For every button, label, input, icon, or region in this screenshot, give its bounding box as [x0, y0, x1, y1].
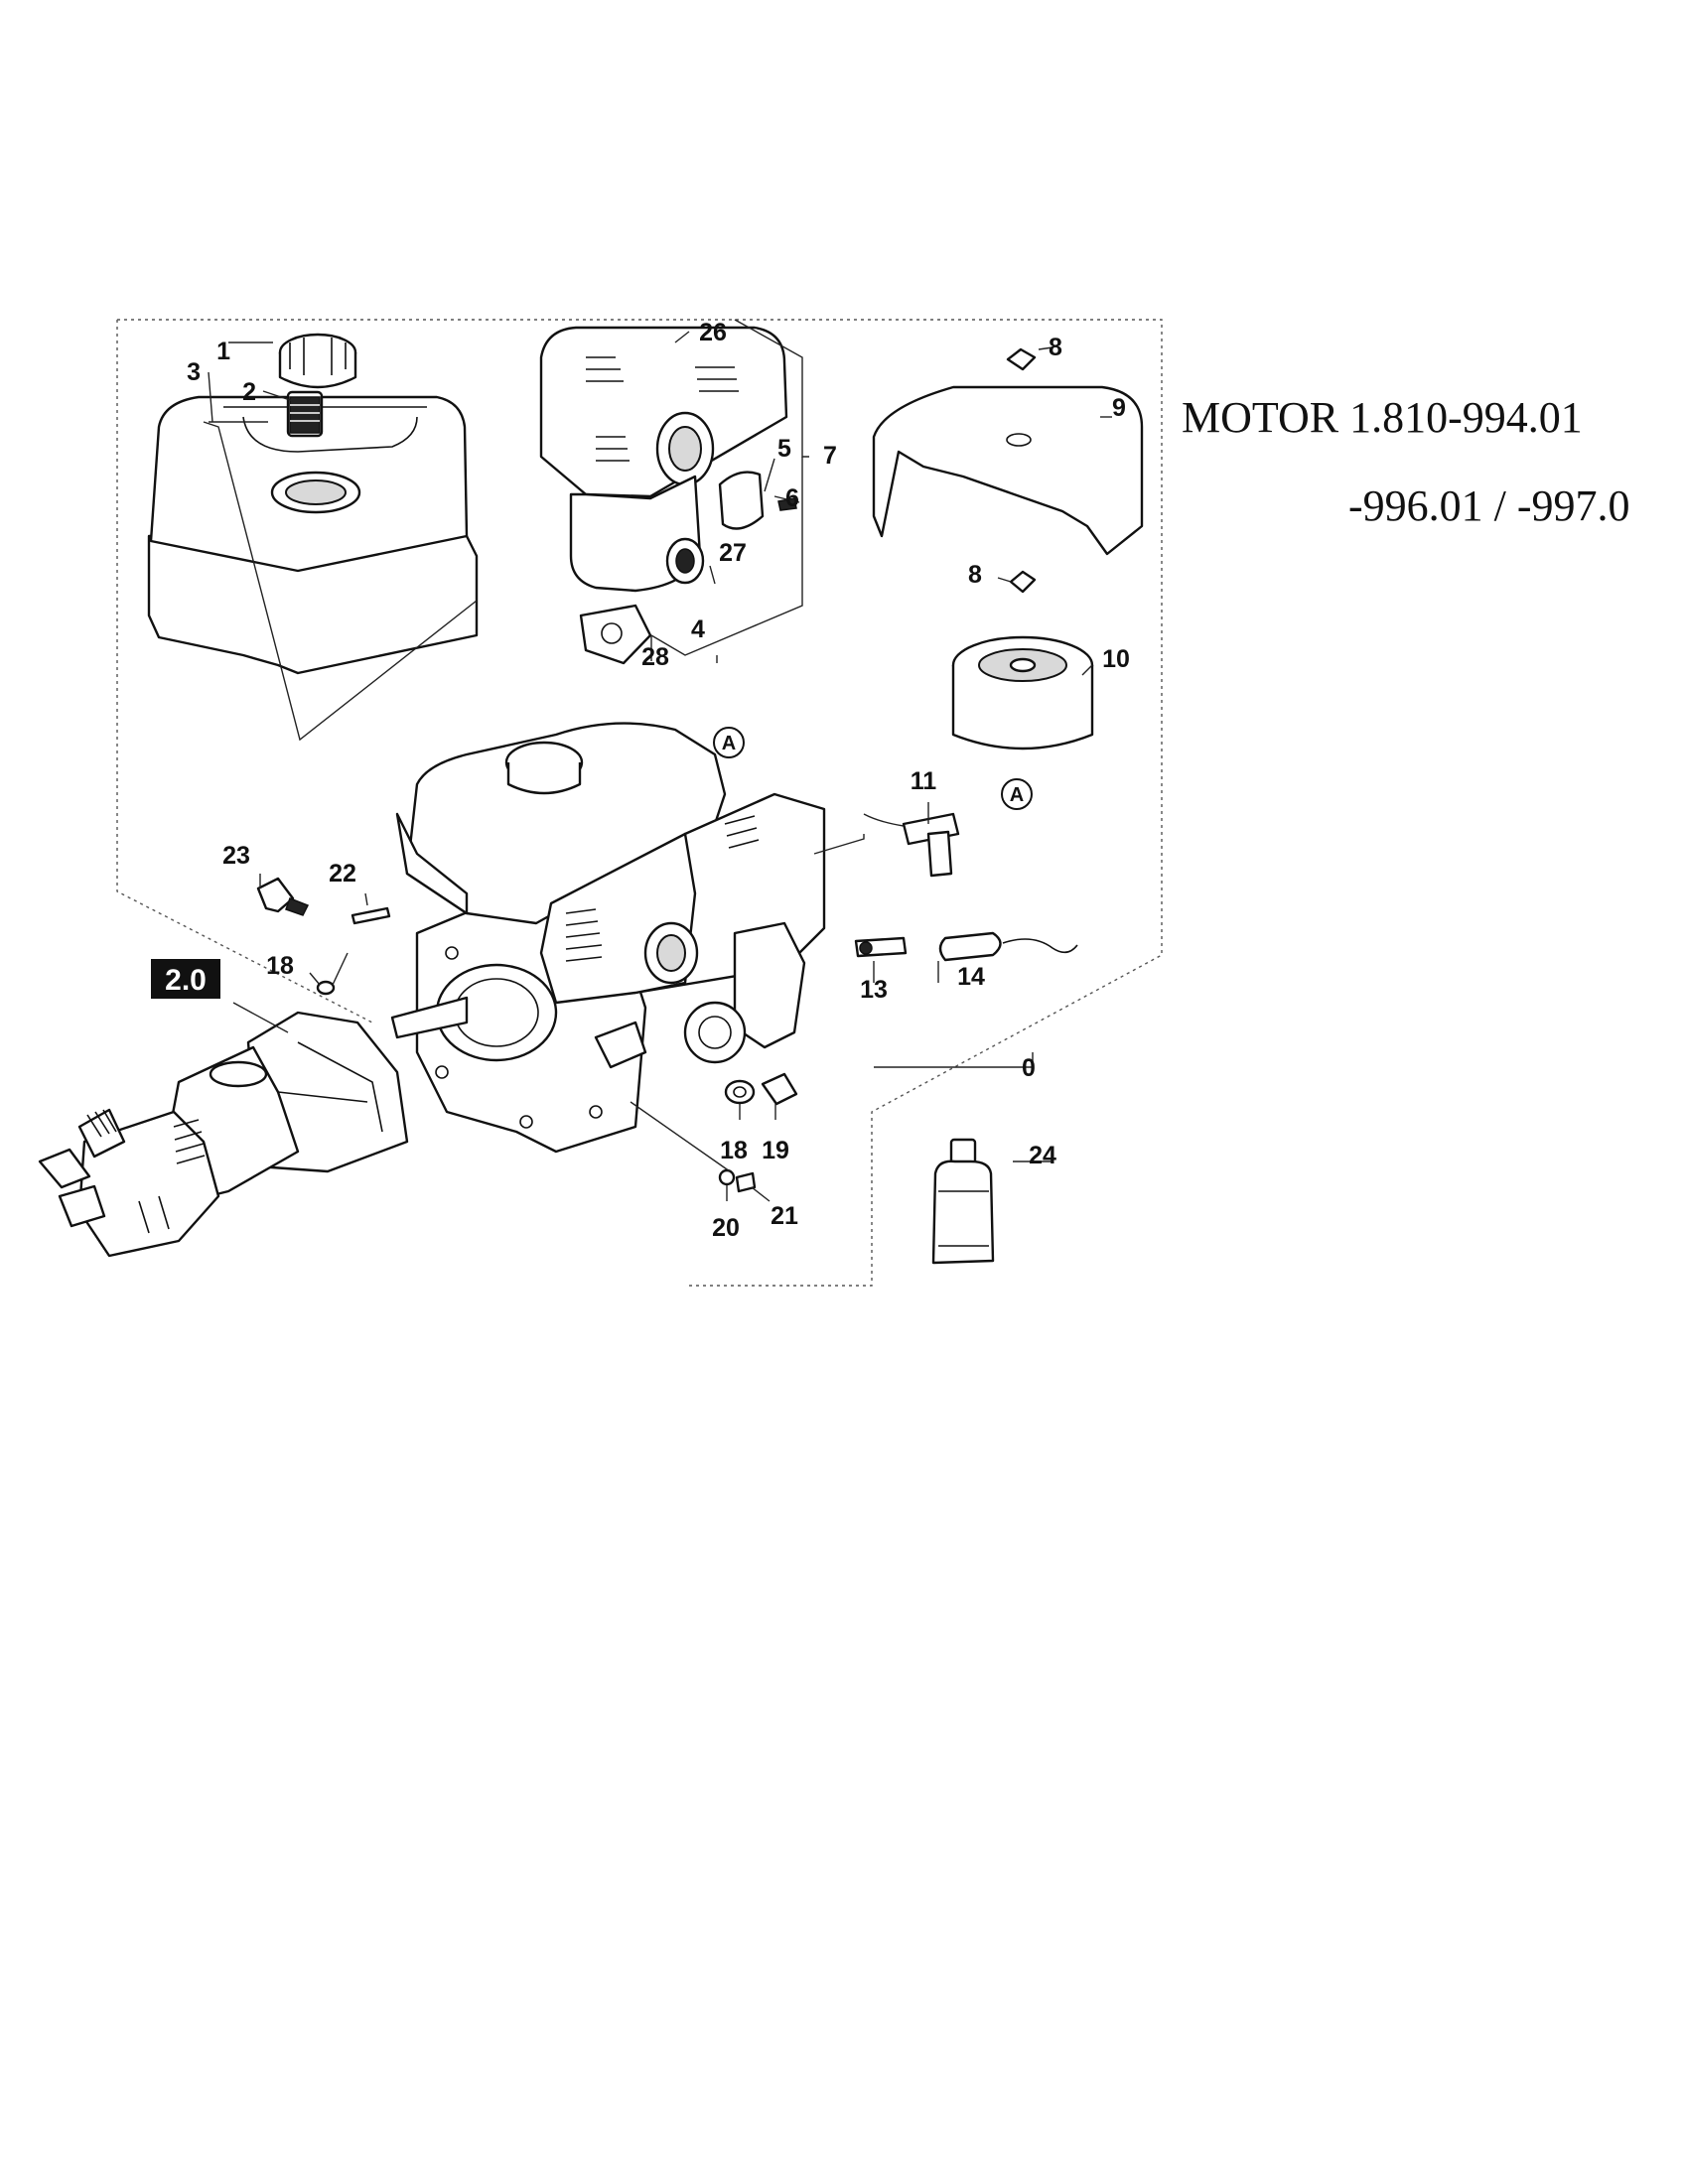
- callout-18-lower: 18: [720, 1137, 748, 1164]
- tee-fitting: [863, 812, 960, 878]
- fuel-line-filter: [938, 931, 1078, 962]
- assembly-frame: [116, 319, 1163, 1287]
- wing-nut-upper: [1006, 347, 1037, 371]
- spark-plug: [256, 877, 310, 916]
- engine-fuel-tank: [395, 722, 727, 925]
- key-pin: [351, 906, 391, 925]
- section-badge: 2.0: [151, 959, 220, 999]
- callout-labels: 1 2 3 26 5 6 7 27 4 28 8 9 8 10 11 23 22…: [187, 319, 1130, 1242]
- reference-marker-a-engine: A: [713, 727, 745, 758]
- diagram-title-line-2: -996.01 / -997.0: [1348, 481, 1630, 530]
- pump-assembly: [38, 1011, 409, 1258]
- muffler-cover: [539, 326, 788, 498]
- fuel-strainer: [286, 390, 324, 438]
- fuel-filler-cap: [278, 333, 357, 389]
- spark-arrester-screen: [718, 471, 797, 530]
- callout-13: 13: [860, 976, 888, 1004]
- callout-2: 2: [242, 378, 256, 406]
- callout-18-upper: 18: [266, 952, 294, 980]
- callout-28: 28: [641, 643, 669, 671]
- callout-21: 21: [771, 1202, 798, 1230]
- air-cleaner-cover: [872, 385, 1144, 556]
- leader-lines: [203, 319, 1112, 1202]
- callout-22: 22: [329, 860, 356, 887]
- washer-upper: [316, 952, 349, 996]
- fuel-tank-assembly: [147, 395, 479, 675]
- fuel-valve: [854, 936, 908, 958]
- callout-5: 5: [777, 435, 791, 463]
- oil-drain-plug: [724, 1072, 798, 1106]
- carburetor: [683, 921, 806, 1064]
- callout-4: 4: [691, 615, 705, 643]
- callout-9: 9: [1112, 394, 1126, 422]
- callout-1: 1: [216, 338, 230, 365]
- reference-marker-a-filter: A: [1001, 778, 1033, 810]
- callout-3: 3: [187, 358, 201, 386]
- oil-drain-area: [594, 1021, 647, 1069]
- muffler-gasket: [579, 604, 652, 665]
- callout-20: 20: [712, 1214, 740, 1242]
- callout-8-lower: 8: [968, 561, 982, 589]
- callout-11: 11: [911, 767, 937, 795]
- section-badge-label: 2.0: [165, 964, 207, 997]
- svg-text:A: A: [722, 733, 736, 754]
- callout-10: 10: [1102, 645, 1130, 673]
- callout-0: 0: [1022, 1054, 1036, 1082]
- wing-nut-lower: [1009, 570, 1037, 594]
- callout-6: 6: [785, 484, 799, 512]
- callout-14: 14: [957, 963, 985, 991]
- callout-26: 26: [699, 319, 727, 346]
- bolt-and-washer: [718, 1168, 757, 1193]
- callout-7: 7: [823, 442, 837, 470]
- diagram-title-line-1: MOTOR 1.810-994.01: [1182, 393, 1583, 442]
- callout-8-upper: 8: [1049, 334, 1062, 361]
- callout-27: 27: [719, 539, 747, 567]
- svg-text:A: A: [1010, 784, 1024, 806]
- oil-bottle: [931, 1138, 995, 1265]
- callout-24: 24: [1029, 1142, 1056, 1169]
- callout-19: 19: [762, 1137, 789, 1164]
- muffler-body: [569, 475, 705, 593]
- air-filter-element: [951, 635, 1094, 751]
- callout-23: 23: [222, 842, 250, 870]
